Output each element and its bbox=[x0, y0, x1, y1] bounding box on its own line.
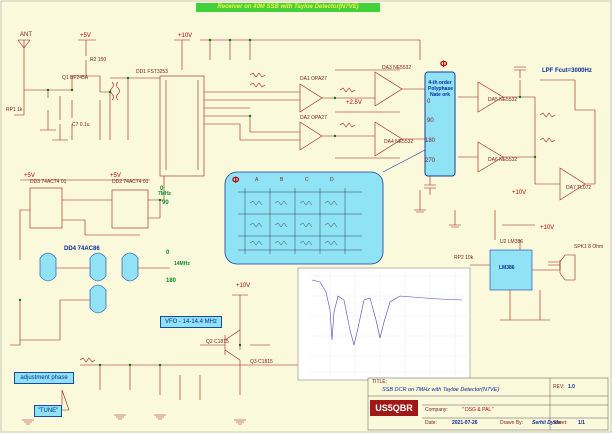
phi-col-c: C bbox=[305, 177, 309, 183]
drawn-by-value: Serhii Dyida bbox=[532, 420, 561, 426]
supply-label-5: +10V bbox=[236, 283, 251, 289]
phi-symbol-table: Φ bbox=[232, 175, 240, 185]
da2-label: DA2 OPA27 bbox=[300, 115, 327, 121]
q2-label: Q2 C1815 bbox=[206, 339, 229, 345]
da3-label: DA3 NE5532 bbox=[382, 65, 412, 71]
da4-label: DA4 NE5532 bbox=[384, 139, 414, 145]
polyphase-port-180: 180 bbox=[425, 138, 436, 144]
polyphase-port-90: 90 bbox=[427, 118, 434, 124]
spk1-label: SPK1 8 Ohm bbox=[574, 244, 604, 250]
title-field-label: TITLE: bbox=[372, 379, 388, 385]
dd2-label: DD2 74AC74 01 bbox=[112, 179, 149, 185]
company-value: " DSG & PAL " bbox=[462, 407, 495, 413]
sheet-value: 1/1 bbox=[578, 420, 585, 426]
phase-0-label-b: 0 bbox=[166, 250, 170, 256]
date-label: Date: bbox=[425, 420, 437, 426]
polyphase-port-0: 0 bbox=[427, 99, 431, 105]
title-field-value: SSB DCR on 7MHz with Tayloe Detector(N7V… bbox=[382, 387, 500, 393]
supply-label-7: +10V bbox=[540, 225, 555, 231]
freq-14mhz-label: 14MHz bbox=[174, 261, 190, 267]
polyphase-network-label: 4-th order Polyphase Nate ork bbox=[428, 80, 454, 98]
da5-label: DA5 NE5532 bbox=[488, 97, 518, 103]
supply-label-8: +2.5V bbox=[346, 100, 362, 106]
sheet-label: Sheet: bbox=[553, 420, 568, 426]
company-label: Company: bbox=[425, 407, 448, 413]
freq-7mhz-label: 7MHz bbox=[158, 191, 172, 197]
q3-label: Q3 C1815 bbox=[250, 359, 273, 365]
phi-symbol-top: Φ bbox=[440, 59, 448, 69]
rp1-label: RP1 1k bbox=[6, 107, 23, 113]
phase-90-label: 90 bbox=[162, 200, 169, 206]
phi-col-b: B bbox=[280, 177, 284, 183]
supply-label-6: +10V bbox=[512, 190, 527, 196]
lm386-label: LM386 bbox=[499, 265, 515, 271]
dd3-label: DD3 74AC74 01 bbox=[30, 179, 67, 185]
dd4-label: DD4 74AC86 bbox=[64, 246, 100, 252]
phi-col-a: A bbox=[255, 177, 259, 183]
supply-label-4: +5V bbox=[110, 173, 121, 179]
supply-label-3: +5V bbox=[24, 173, 35, 179]
vfo-label: VFO - 14-14.4 MHz bbox=[160, 316, 222, 328]
logo: US5QBR bbox=[370, 400, 418, 416]
date-value: 2021-07-26 bbox=[452, 420, 478, 426]
da6-label: DA6 NE5532 bbox=[488, 157, 518, 163]
rp2-label: RP2 10k bbox=[454, 255, 474, 261]
drawn-by-label: Drawn By: bbox=[500, 420, 524, 426]
dd1-label: DD1 FST3253 bbox=[136, 69, 168, 75]
phase-0-label-a: 0 bbox=[160, 186, 164, 192]
tune-label: "TUNE" bbox=[34, 405, 62, 417]
lpf-label: LPF Fcut=3000Hz bbox=[542, 68, 592, 74]
ant-label: ANT bbox=[20, 32, 32, 38]
c7-label: C7 0.1u bbox=[72, 122, 90, 128]
q1-label: Q1 BF245A bbox=[62, 75, 89, 81]
da7-label: DA7 TL072 bbox=[566, 185, 592, 191]
supply-label-1: +10V bbox=[178, 33, 193, 39]
u2-label: U2 LM386 bbox=[500, 239, 524, 245]
rev-label: REV: bbox=[553, 384, 565, 390]
supply-label-2: +5V bbox=[80, 33, 91, 39]
phi-col-d: D bbox=[330, 177, 334, 183]
phase-180-label: 180 bbox=[166, 278, 177, 284]
rev-value: 1.0 bbox=[568, 384, 575, 390]
title-banner: Receiver on 40M SSB with Tayloe Detector… bbox=[196, 3, 380, 12]
da1-label: DA1 OPA27 bbox=[300, 76, 327, 82]
r2-label: R2 150 bbox=[90, 57, 107, 63]
polyphase-port-270: 270 bbox=[425, 158, 436, 164]
adjustment-phase-label: adjustment phase bbox=[14, 372, 74, 384]
